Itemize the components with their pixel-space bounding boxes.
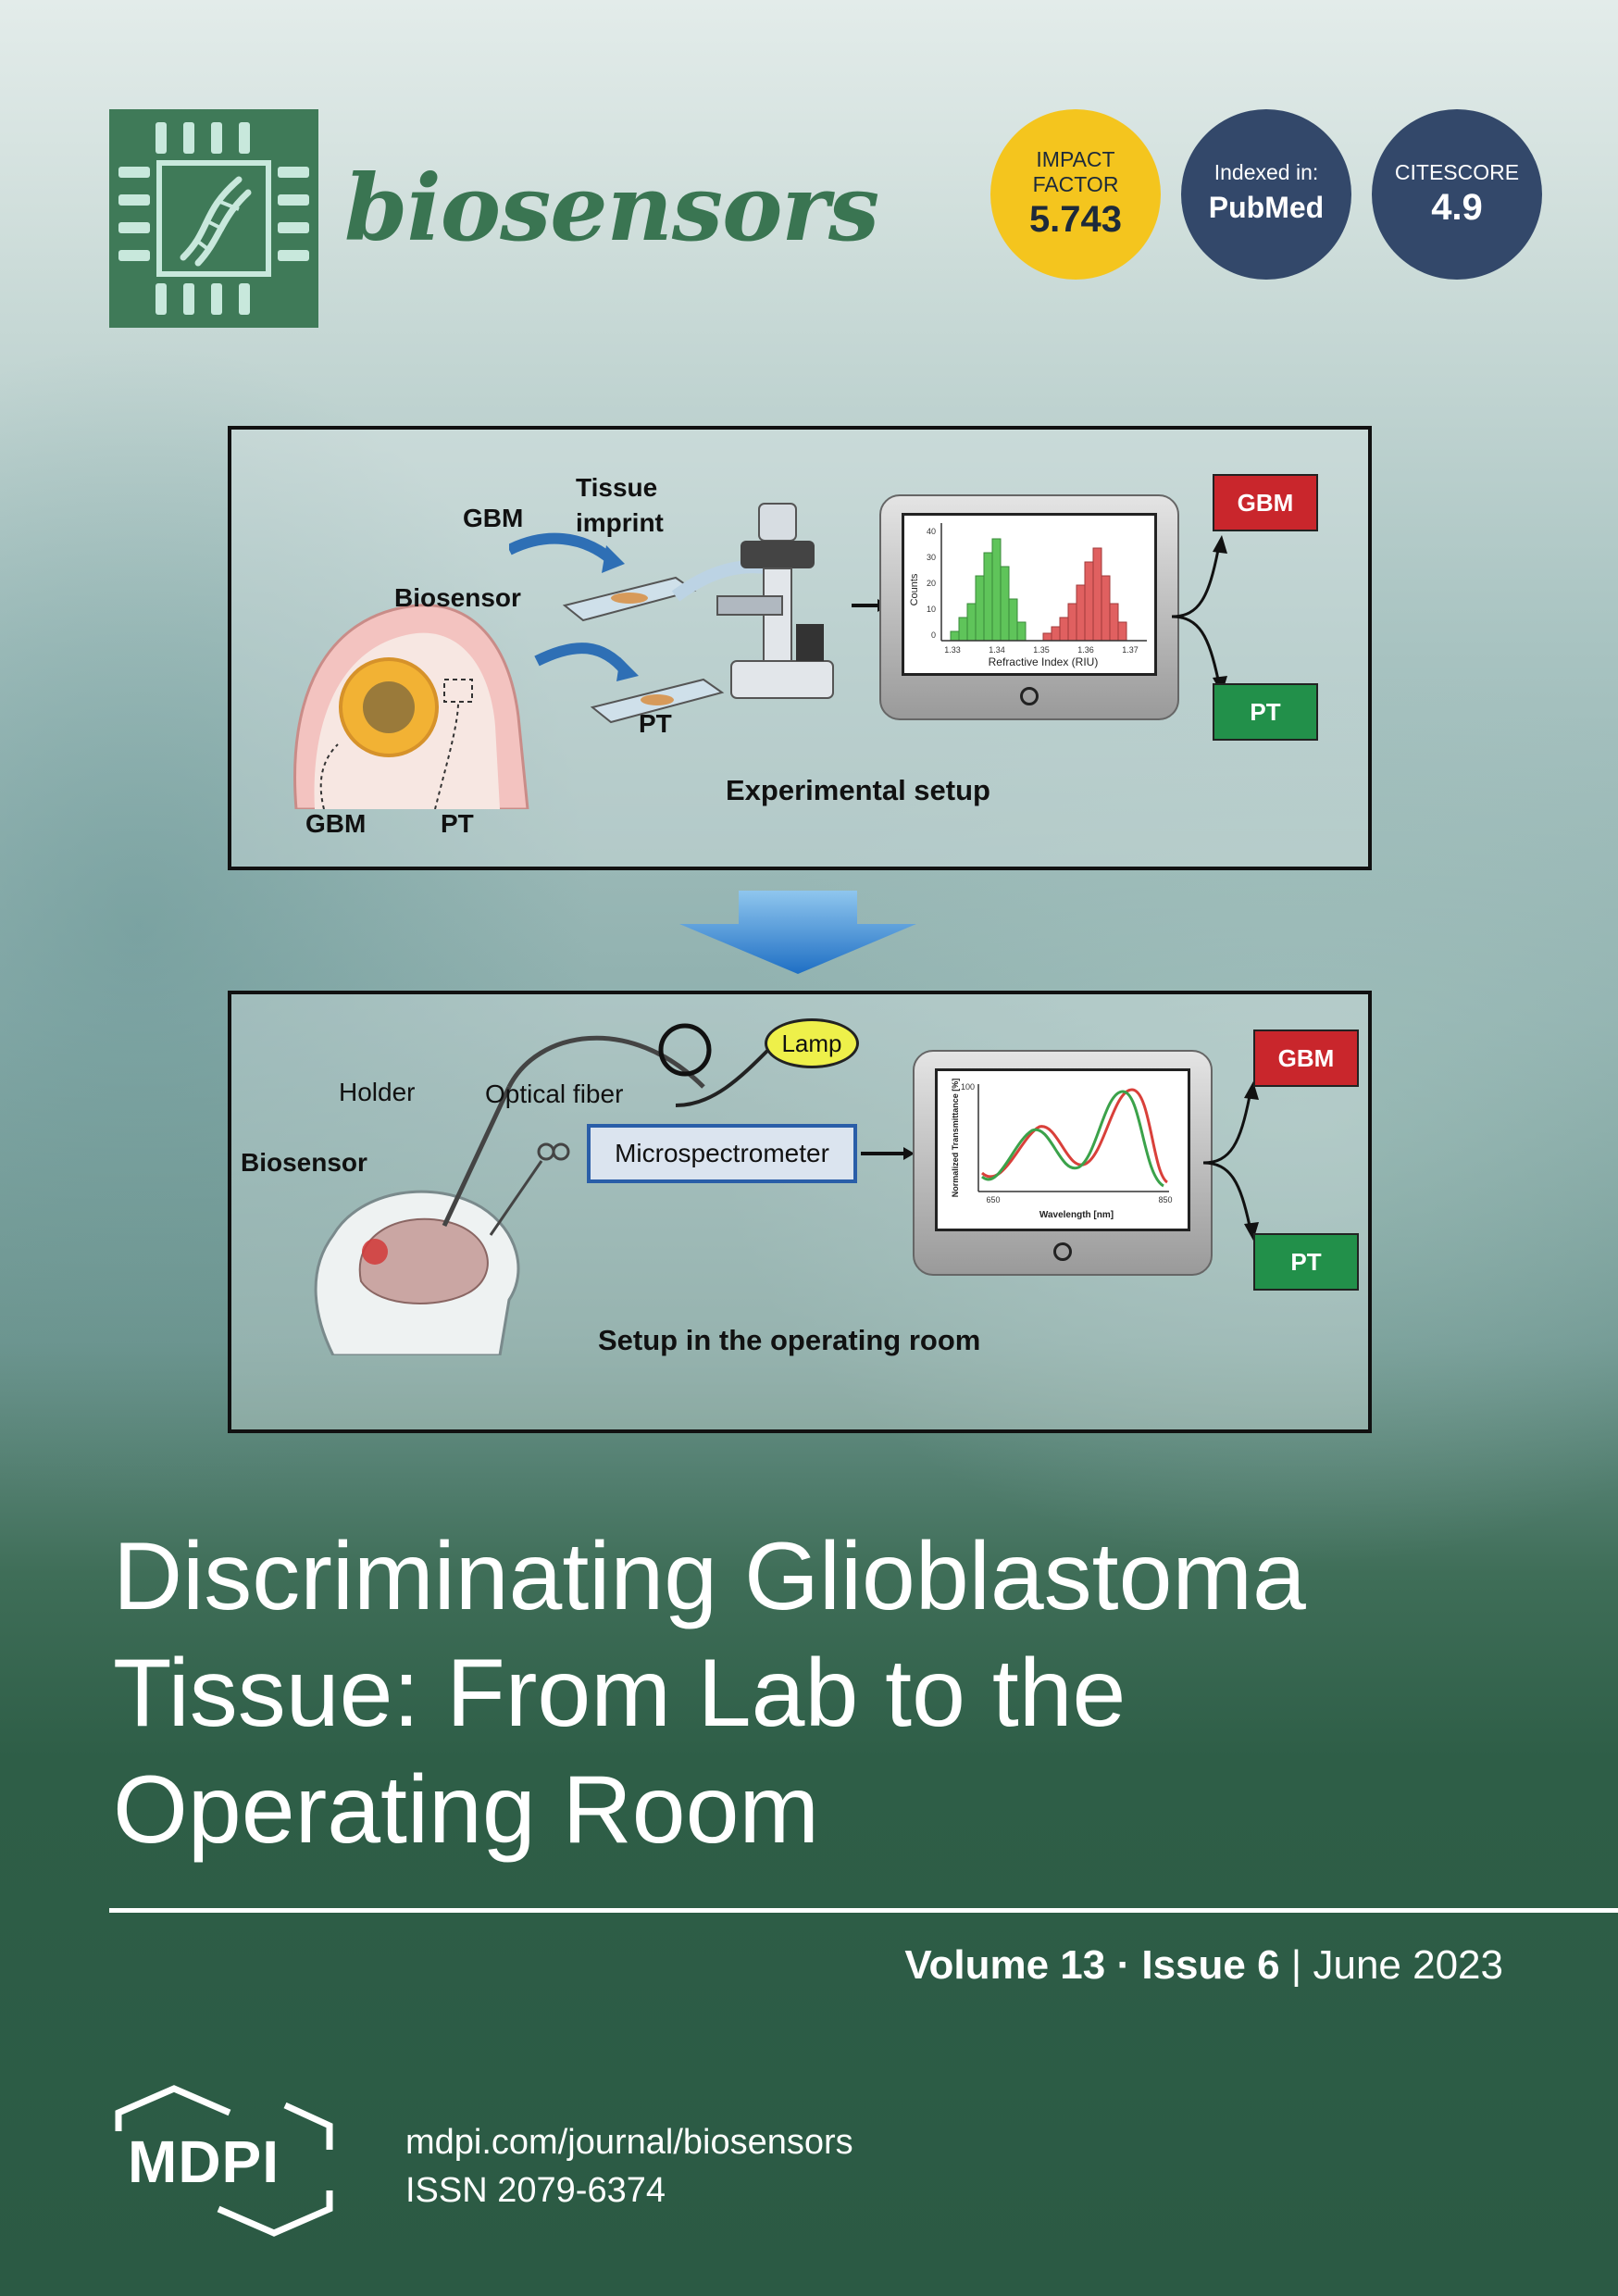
spectrum-screen: 100 650 850 Wavelength [nm] Normalized T…: [935, 1068, 1190, 1231]
arrow-to-spectrum-icon: [861, 1147, 915, 1160]
result-pt-tag-2: PT: [1253, 1233, 1359, 1291]
histogram-bar-gbm: [1076, 584, 1086, 642]
issue-separator: ·: [1105, 1942, 1142, 1988]
mdpi-logo-icon: MDPI: [109, 2085, 339, 2237]
histogram-bar-pt: [966, 603, 977, 642]
histogram-monitor: 40 30 20 10 0 1.33 1.34 1.35 1.36 1.37 Refractiv…: [879, 494, 1179, 720]
biosensor-probe-label: Biosensor: [241, 1148, 367, 1177]
spectrum-ylabel: Normalized Transmittance [%]: [951, 1079, 960, 1198]
article-title: Discriminating Glioblastoma Tissue: From…: [113, 1523, 1306, 1864]
biosensor-label: Biosensor: [394, 583, 521, 612]
volume-number: Volume 13: [904, 1942, 1106, 1988]
histogram-bar-pt: [1016, 621, 1027, 642]
histogram-xtick: 1.35: [1033, 645, 1050, 655]
histogram-xtick: 1.36: [1077, 645, 1094, 655]
histogram-bar-pt: [1008, 598, 1018, 642]
monitor-button-icon: [1020, 687, 1039, 705]
microscope-icon: [716, 503, 834, 699]
monitor-button-icon: [1053, 1242, 1072, 1261]
impact-label-1: IMPACT: [1036, 147, 1115, 171]
issue-info: Volume 13 · Issue 6 | June 2023: [904, 1942, 1503, 1989]
spectrum-ytick: 100: [961, 1082, 975, 1092]
brain-gbm-label: GBM: [305, 809, 367, 838]
citescore-label: CITESCORE: [1394, 159, 1520, 184]
histogram-xtick: 1.33: [944, 645, 961, 655]
lamp-cable-icon: [676, 1048, 770, 1107]
tissue-imprint-label: Tissue imprint: [576, 473, 664, 537]
lamp-text: Lamp: [781, 1029, 842, 1057]
lamp-label: Lamp: [765, 1018, 859, 1068]
result-gbm-tag: GBM: [1213, 474, 1318, 531]
indexed-label: Indexed in:: [1214, 159, 1319, 184]
indexed-value: PubMed: [1208, 190, 1325, 224]
histogram-ylabel: Counts: [909, 573, 920, 605]
impact-factor-badge: IMPACT FACTOR 5.743: [990, 109, 1161, 280]
gbm-label: GBM: [463, 504, 524, 532]
histogram-bar-pt: [1000, 566, 1010, 642]
journal-logo-icon: [109, 109, 318, 328]
head-illustration: [314, 1190, 520, 1355]
histogram-xtick: 1.37: [1122, 645, 1139, 655]
refractive-index-histogram: 40 30 20 10 0 1.33 1.34 1.35 1.36 1.37 Refractiv…: [909, 523, 1147, 668]
citescore-value: 4.9: [1431, 186, 1483, 228]
spectrum-xlabel: Wavelength [nm]: [1039, 1210, 1114, 1220]
histogram-xtick: 1.34: [989, 645, 1005, 655]
operating-room-caption: Setup in the operating room: [598, 1324, 981, 1356]
histogram-bar-pt: [991, 538, 1002, 642]
histogram-bar-gbm: [1051, 626, 1061, 642]
microspectrometer-box: Microspectrometer: [587, 1124, 857, 1183]
histogram-screen: 40 30 20 10 0 1.33 1.34 1.35 1.36 1.37 Refractiv…: [902, 513, 1157, 676]
histogram-bar-pt: [958, 617, 968, 642]
result-pt-tag: PT: [1213, 683, 1318, 741]
histogram-ytick: 30: [927, 553, 936, 562]
histogram-bar-gbm: [1059, 617, 1069, 642]
experimental-setup-panel: GBM PT GBM Biosensor Tissue imprint PT: [228, 426, 1372, 870]
publisher-info: mdpi.com/journal/biosensors ISSN 2079-63…: [405, 2118, 853, 2215]
imprint-arrows-illustration: [509, 532, 787, 724]
brain-pt-label: PT: [441, 809, 474, 838]
journal-name: biosensors: [344, 156, 879, 262]
issue-number: Issue 6: [1141, 1942, 1280, 1988]
spectrum-monitor: 100 650 850 Wavelength [nm] Normalized T…: [913, 1050, 1213, 1276]
result-split-arrows-icon: [1172, 535, 1227, 694]
title-divider: [109, 1908, 1618, 1913]
histogram-ytick: 20: [927, 579, 936, 588]
pubmed-badge: Indexed in: PubMed: [1181, 109, 1351, 280]
spectrum-xtick-start: 650: [986, 1195, 1000, 1204]
spectrum-xtick-end: 850: [1158, 1195, 1172, 1204]
impact-value: 5.743: [1028, 199, 1123, 240]
impact-label-2: FACTOR: [1032, 172, 1119, 196]
histogram-bar-pt: [950, 630, 960, 642]
histogram-xlabel: Refractive Index (RIU): [989, 655, 1099, 668]
holder-label: Holder: [339, 1078, 416, 1106]
histogram-bar-gbm: [1101, 575, 1111, 642]
histogram-bar-gbm: [1109, 603, 1119, 642]
histogram-bar-pt: [975, 575, 985, 642]
result-split-arrows-icon: [1203, 1081, 1259, 1241]
histogram-ytick: 10: [927, 605, 936, 614]
down-arrow-icon: [679, 891, 916, 974]
mdpi-logo-text: MDPI: [128, 2128, 280, 2195]
issn: ISSN 2079-6374: [405, 2171, 666, 2210]
histogram-bar-gbm: [1042, 632, 1052, 642]
histogram-bar-gbm: [1067, 603, 1077, 642]
microspectrometer-label: Microspectrometer: [615, 1139, 829, 1167]
histogram-ytick: 40: [927, 527, 936, 536]
histogram-ytick: 0: [931, 630, 936, 640]
journal-url: mdpi.com/journal/biosensors: [405, 2123, 853, 2162]
histogram-bar-gbm: [1084, 561, 1094, 642]
citescore-badge: CITESCORE 4.9: [1372, 109, 1542, 280]
optical-fiber-label: Optical fiber: [485, 1079, 624, 1108]
result-gbm-tag-2: GBM: [1253, 1029, 1359, 1087]
transmittance-spectrum: 100 650 850 Wavelength [nm] Normalized T…: [951, 1079, 1173, 1220]
brain-section-illustration: [293, 604, 529, 809]
experimental-setup-caption: Experimental setup: [726, 774, 990, 806]
histogram-bar-pt: [983, 552, 993, 642]
holder-probe-icon: [442, 1023, 712, 1236]
issue-bar: |: [1279, 1942, 1313, 1988]
histogram-bar-gbm: [1117, 621, 1127, 642]
operating-room-panel: Holder Optical fiber Biosensor Lamp Micr…: [228, 991, 1372, 1433]
issue-date: June 2023: [1313, 1942, 1503, 1988]
histogram-bar-gbm: [1092, 547, 1102, 642]
